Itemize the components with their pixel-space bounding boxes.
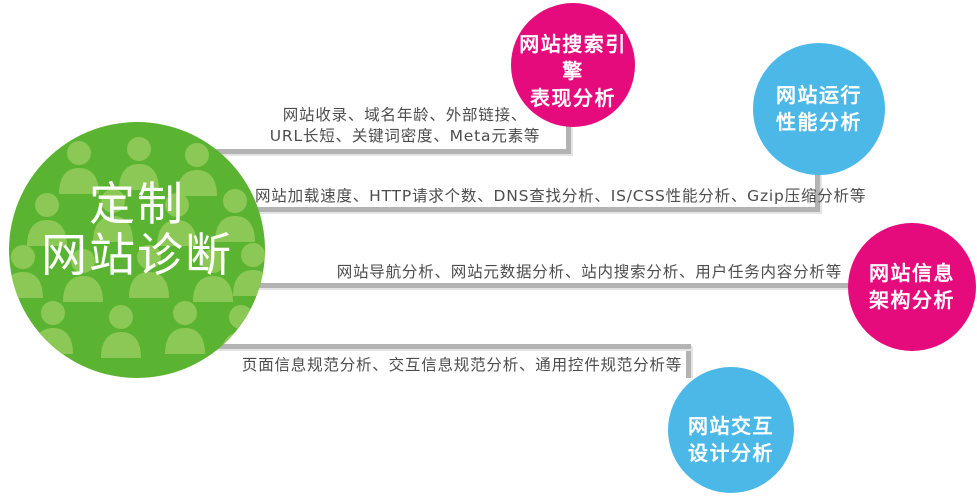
connector-vertical-seo	[566, 120, 571, 154]
node-seo-label-line2: 表现分析	[530, 85, 616, 110]
description-interaction: 页面信息规范分析、交互信息规范分析、通用控件规范分析等	[241, 356, 682, 374]
node-performance-label-line1: 网站运行	[776, 83, 862, 107]
node-interaction-label-line1: 网站交互	[688, 414, 774, 438]
hub-title-line1: 定制	[89, 177, 185, 231]
node-interaction-label: 网站交互 设计分析	[688, 413, 774, 467]
node-architecture-label-line2: 架构分析	[869, 288, 955, 312]
node-architecture-label-line1: 网站信息	[869, 261, 955, 285]
connector-bar-performance	[248, 207, 820, 212]
connector-bar-architecture	[252, 283, 850, 288]
node-performance-analysis: 网站运行 性能分析	[753, 43, 885, 175]
hub-circle: 定制 网站诊断	[9, 122, 265, 378]
node-interaction-analysis: 网站交互 设计分析	[668, 367, 794, 493]
node-seo-analysis: 网站搜索引擎 表现分析	[511, 3, 635, 127]
description-seo-line2: URL长短、关键词密度、Meta元素等	[269, 127, 541, 145]
connector-vertical-interaction	[686, 346, 691, 378]
node-architecture-analysis: 网站信息 架构分析	[848, 223, 976, 351]
node-seo-label-line1: 网站搜索引擎	[519, 31, 627, 83]
node-interaction-label-line2: 设计分析	[688, 441, 774, 465]
node-performance-label-line2: 性能分析	[776, 110, 862, 134]
connector-bar-interaction	[214, 344, 691, 349]
hub-title: 定制 网站诊断	[9, 179, 265, 281]
description-performance: 网站加载速度、HTTP请求个数、DNS查找分析、IS/CSS性能分析、Gzip压…	[255, 187, 867, 205]
node-seo-label: 网站搜索引擎 表现分析	[511, 31, 635, 112]
connector-bar-seo	[212, 149, 571, 154]
description-seo: 网站收录、域名年龄、外部链接、 URL长短、关键词密度、Meta元素等	[238, 105, 572, 147]
description-architecture: 网站导航分析、网站元数据分析、站内搜索分析、用户任务内容分析等	[336, 263, 842, 281]
node-performance-label: 网站运行 性能分析	[776, 82, 862, 136]
hub-title-line2: 网站诊断	[41, 228, 233, 282]
description-seo-line1: 网站收录、域名年龄、外部链接、	[282, 106, 528, 124]
node-architecture-label: 网站信息 架构分析	[869, 260, 955, 314]
connector-vertical-performance	[815, 168, 820, 212]
